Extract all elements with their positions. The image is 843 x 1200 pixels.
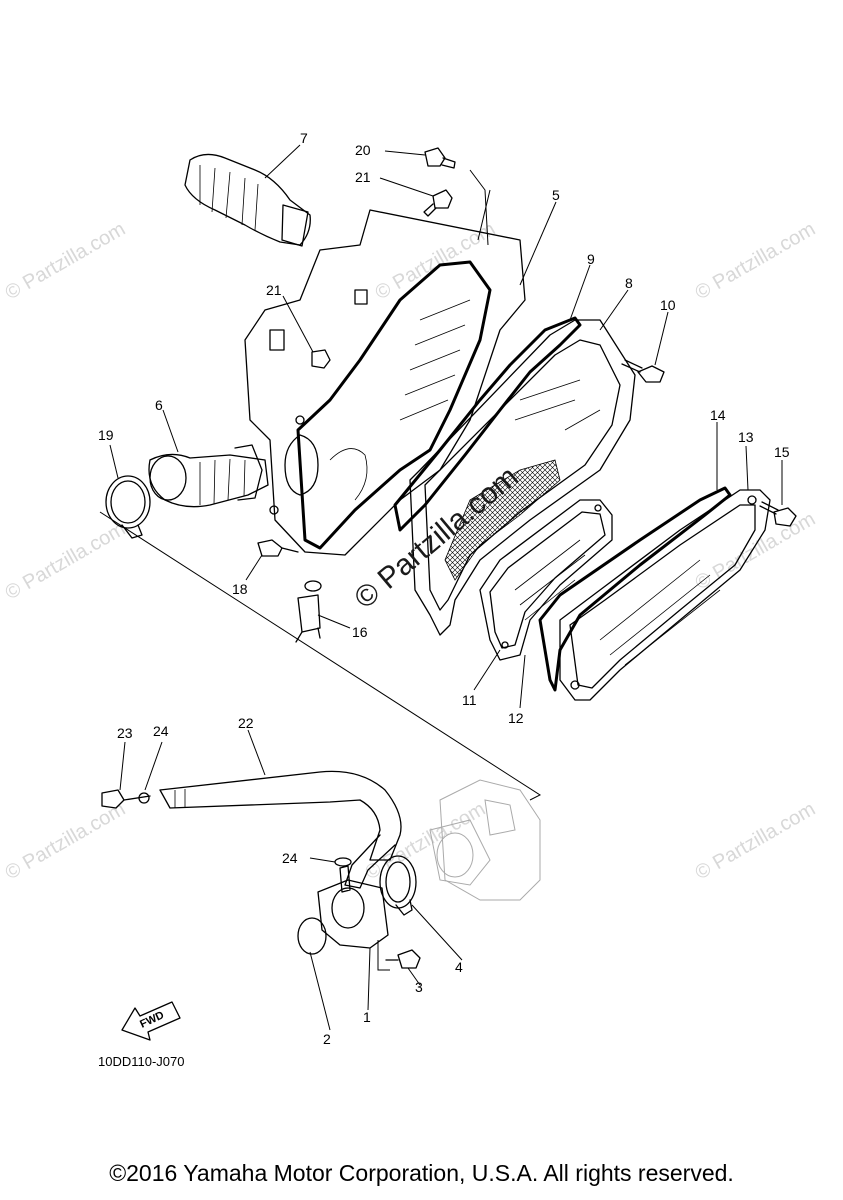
part-cover [559,489,771,701]
part-bolts-20-21 [311,147,489,369]
callout-21-mid: 21 [266,282,282,298]
fwd-label: FWD [138,1009,166,1030]
part-carb-joint [297,855,421,969]
watermark: © Partzilla.com [2,218,130,304]
callout-1: 1 [363,1009,371,1025]
watermark: © Partzilla.com [2,518,130,604]
callout-6: 6 [155,397,163,413]
carburetor-ghost [429,779,541,901]
callout-19: 19 [98,427,114,443]
part-element-cover [409,319,636,636]
part-breather-hose [101,770,402,889]
copyright-notice: ©2016 Yamaha Motor Corporation, U.S.A. A… [109,1160,734,1186]
callout-12: 12 [508,710,524,726]
part-air-cleaner-case [244,189,526,556]
fwd-arrow-icon: FWD [121,1001,181,1041]
callout-9: 9 [587,251,595,267]
callout-24-bottom: 24 [282,850,298,866]
callout-15: 15 [774,444,790,460]
part-element-frame [479,499,613,661]
callout-20: 20 [355,142,371,158]
part-clamp [105,475,151,539]
callout-22: 22 [238,715,254,731]
part-screws-10-15 [621,359,797,527]
callout-4: 4 [455,959,463,975]
callout-3: 3 [415,979,423,995]
watermark: © Partzilla.com [2,798,130,884]
callout-23: 23 [117,725,133,741]
callout-5: 5 [552,187,560,203]
callout-11: 11 [462,692,477,708]
watermark: © Partzilla.com [692,798,820,884]
part-cover-gasket [538,486,732,692]
part-drain-assembly [257,539,322,643]
part-joint-hose [148,444,269,508]
callouts: 7 20 21 5 9 8 10 21 6 19 14 13 15 18 16 … [98,130,790,1047]
callout-16: 16 [352,624,368,640]
leader-lines [99,144,783,1031]
part-intake-duct [184,153,311,247]
callout-18: 18 [232,581,248,597]
watermark: © Partzilla.com [692,218,820,304]
drawing-code: 10DD110-J070 [98,1054,184,1069]
callout-8: 8 [625,275,633,291]
callout-7: 7 [300,130,308,146]
callout-14: 14 [710,407,726,423]
callout-13: 13 [738,429,754,445]
part-gasket [393,316,582,532]
partzilla-watermark: © Partzilla.com [348,460,524,615]
callout-10: 10 [660,297,676,313]
callout-21-top: 21 [355,169,371,185]
callout-2: 2 [323,1031,331,1047]
callout-24-top: 24 [153,723,169,739]
watermark: © Partzilla.com [362,798,490,884]
